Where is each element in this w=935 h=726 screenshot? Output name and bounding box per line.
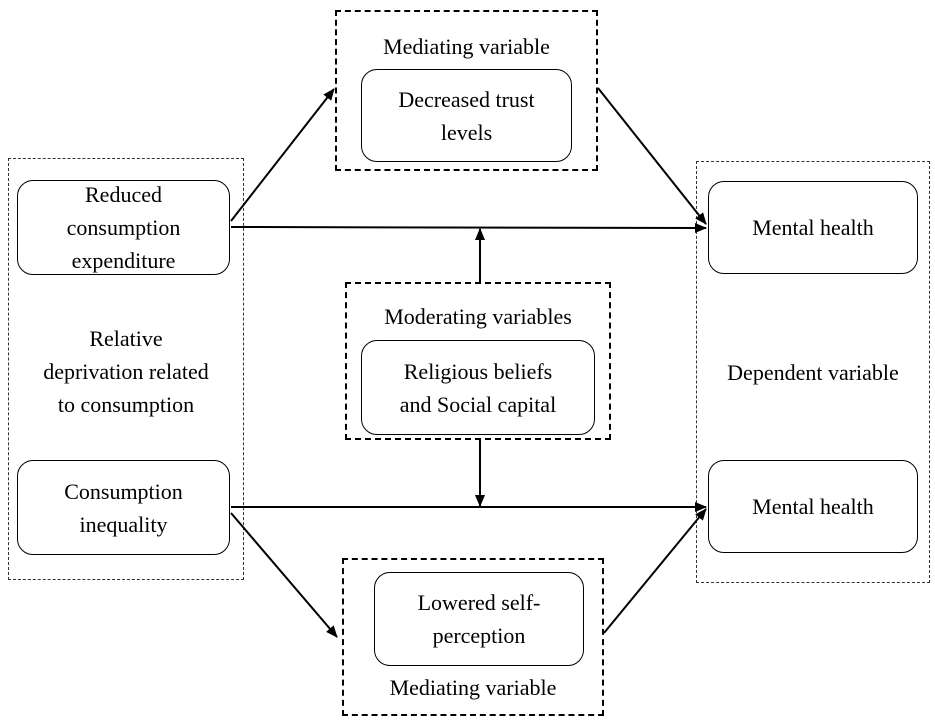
decreased-trust-node: Decreased trust levels bbox=[361, 69, 572, 162]
independent-variable-group bbox=[8, 158, 244, 580]
moderator-group bbox=[345, 282, 611, 440]
arrow-reduced-to-mental-health-top bbox=[230, 222, 707, 233]
arrow-reduced-to-trust bbox=[230, 88, 335, 222]
dependent-variable-label: Dependent variable bbox=[727, 360, 899, 385]
top-mediator-group bbox=[335, 10, 598, 171]
top-mediator-label: Mediating variable bbox=[383, 34, 550, 59]
dependent-variable-group bbox=[696, 161, 930, 583]
bottom-mediator-label: Mediating variable bbox=[389, 675, 557, 700]
arrow-inequality-to-self-perception bbox=[230, 512, 338, 638]
moderator-node: Religious beliefs and Social capital bbox=[361, 340, 595, 435]
reduced-consumption-node: Reduced consumption expenditure bbox=[17, 180, 230, 275]
mental-health-top-node: Mental health bbox=[708, 181, 918, 274]
bottom-mediator-group bbox=[342, 558, 604, 716]
arrow-self-perception-to-mental-health-bottom bbox=[603, 508, 707, 634]
independent-variable-label: Relative deprivation related to consumpt… bbox=[43, 326, 209, 417]
mental-health-bottom-node: Mental health bbox=[708, 460, 918, 553]
arrow-trust-to-mental-health-top bbox=[597, 87, 707, 225]
consumption-inequality-node: Consumption inequality bbox=[17, 460, 230, 555]
lowered-self-perception-node: Lowered self- perception bbox=[374, 572, 584, 666]
moderator-label: Moderating variables bbox=[384, 304, 572, 329]
